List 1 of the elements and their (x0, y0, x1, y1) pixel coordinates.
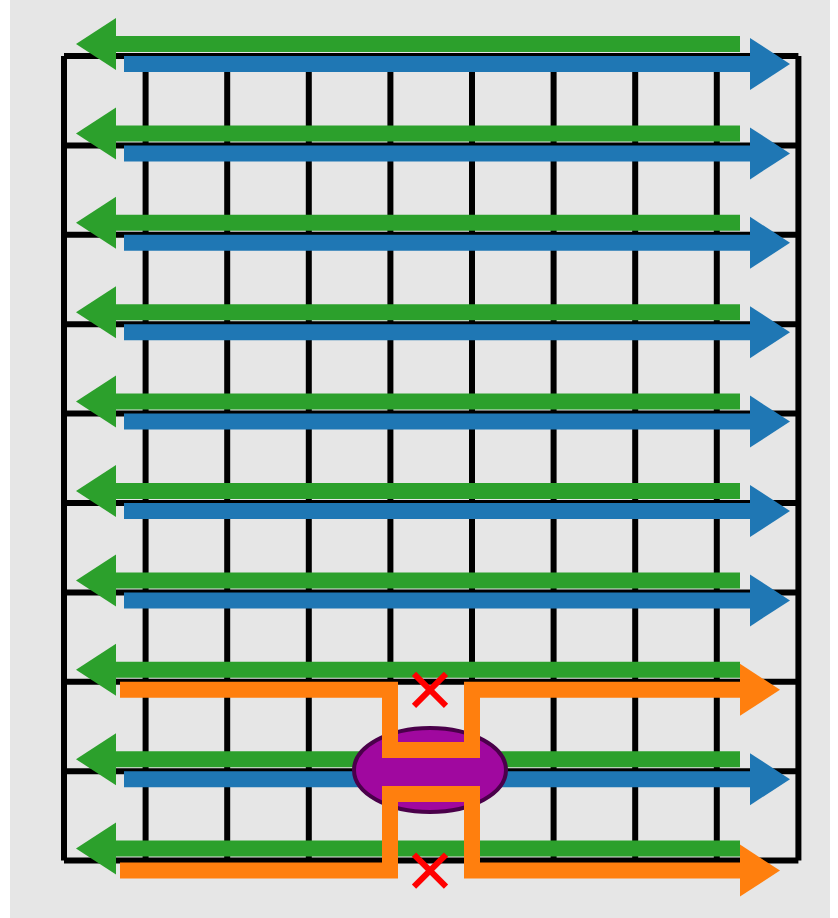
ellipse-node (352, 726, 508, 814)
